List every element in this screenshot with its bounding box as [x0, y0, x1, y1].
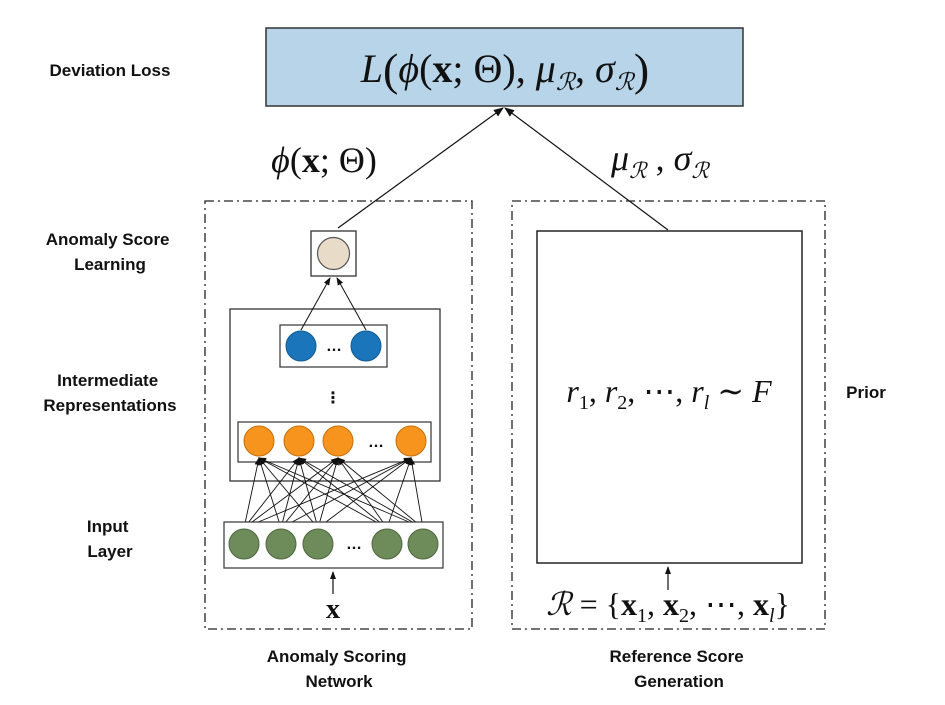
connection-arrow: [243, 457, 412, 529]
reference-score-generation-panel: [511, 200, 826, 630]
orange-layer: [243, 425, 427, 457]
input-neuron: [228, 528, 260, 560]
connection-arrow: [337, 457, 388, 529]
connection-arrow: [317, 457, 339, 529]
label-deviation-loss: Deviation Loss: [50, 61, 171, 80]
arrow-score-to-loss: [337, 107, 504, 229]
connection-arrow: [258, 457, 388, 529]
orange-neuron: [243, 425, 275, 457]
input-neuron: [265, 528, 297, 560]
connection-arrow: [280, 457, 339, 529]
prior-distribution: r1, r2, ⋯, rl ∼ F: [566, 373, 772, 414]
label-prior: Prior: [846, 383, 886, 402]
input-connections: [243, 457, 424, 529]
label-intermediate-representations: Intermediate Representations: [43, 371, 176, 415]
deviation-loss-box: [265, 27, 744, 107]
connection-arrow: [317, 457, 412, 529]
input-neuron: [407, 528, 439, 560]
orange-neuron: [395, 425, 427, 457]
input-layer-nodes: [228, 528, 439, 560]
phi-output-label: ϕ(x; Θ): [271, 140, 377, 180]
deviation-loss-formula: L(ϕ(x; Θ), μℛ, σℛ): [360, 44, 649, 96]
input-layer-ellipsis: …: [346, 536, 362, 553]
anomaly-score-node: [316, 236, 351, 271]
connection-arrow: [243, 457, 261, 529]
prior-box: [536, 230, 803, 564]
layers-vertical-ellipsis: ⋮: [325, 388, 341, 407]
connection-arrow: [298, 457, 388, 529]
label-input-layer: Input Layer: [87, 517, 133, 561]
connection-arrow: [386, 457, 412, 529]
arrow-reference-to-loss: [504, 107, 669, 231]
input-neuron: [371, 528, 403, 560]
arrow-blue-to-score: [336, 277, 367, 331]
connection-arrow: [297, 457, 319, 529]
input-neuron: [302, 528, 334, 560]
connection-arrow: [258, 457, 282, 529]
connection-arrow: [280, 457, 412, 529]
blue-layer-ellipsis: …: [326, 338, 342, 355]
connection-arrow: [243, 457, 300, 529]
input-layer-box: [223, 521, 444, 569]
orange-neuron: [283, 425, 315, 457]
reference-set: ℛ = {x1, x2, ⋯, xl}: [546, 586, 790, 627]
label-anomaly-score-learning: Anomaly Score Learning: [46, 230, 175, 274]
orange-neuron: [322, 425, 354, 457]
label-reference-score-generation: Reference Score Generation: [610, 647, 749, 691]
connection-arrow: [258, 457, 319, 529]
anomaly-scoring-network-panel: [204, 200, 473, 630]
blue-neuron: [350, 330, 382, 362]
input-x: x: [326, 594, 340, 625]
orange-layer-ellipsis: …: [368, 434, 384, 451]
connection-arrow: [280, 457, 301, 529]
label-anomaly-scoring-network: Anomaly Scoring Network: [267, 647, 412, 691]
connection-arrow: [298, 457, 424, 529]
connection-arrow: [258, 457, 424, 529]
connection-arrow: [409, 457, 424, 529]
arrow-blue-to-score: [300, 277, 331, 331]
connection-arrow: [243, 457, 339, 529]
intermediate-representations-box: [229, 308, 441, 482]
connection-arrow: [337, 457, 424, 529]
blue-neuron: [285, 330, 317, 362]
reference-stats-label: μℛ , σℛ: [610, 138, 710, 183]
